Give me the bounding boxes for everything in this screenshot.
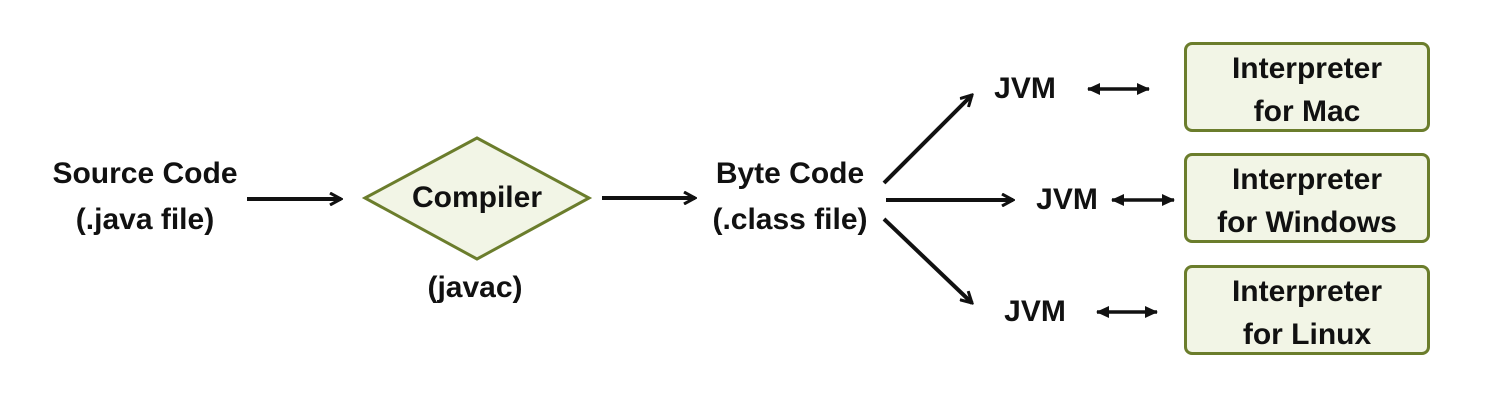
jvm-label-linux: JVM (1004, 295, 1066, 328)
arrow-bytecode-to-jvm-linux (882, 217, 972, 303)
interpreter-linux-line1: Interpreter (1231, 275, 1383, 308)
jvm-label-mac: JVM (994, 72, 1056, 105)
byte-code-file: (.class file) (712, 203, 868, 236)
interpreter-mac-line2: for Mac (1253, 95, 1361, 128)
interpreter-windows-line2: for Windows (1217, 206, 1397, 239)
interpreter-mac-line1: Interpreter (1231, 52, 1383, 85)
interpreter-linux-line2: for Linux (1242, 318, 1372, 351)
interpreter-box-linux: Interpreter for Linux (1184, 265, 1430, 355)
compiler-diamond (361, 136, 593, 261)
arrow-bytecode-to-jvm-mac (882, 95, 972, 185)
source-code-file: (.java file) (75, 203, 215, 236)
byte-code-title: Byte Code (715, 157, 865, 190)
compiler-label: Compiler (411, 181, 543, 214)
interpreter-box-mac: Interpreter for Mac (1184, 42, 1430, 132)
interpreter-box-windows: Interpreter for Windows (1184, 153, 1430, 243)
byte-code-label: Byte Code (.class file) (700, 151, 880, 243)
source-code-label: Source Code (.java file) (45, 151, 245, 243)
source-code-title: Source Code (52, 157, 238, 190)
interpreter-windows-line1: Interpreter (1231, 163, 1383, 196)
jvm-label-windows: JVM (1036, 183, 1098, 216)
compiler-caption: (javac) (427, 271, 523, 304)
